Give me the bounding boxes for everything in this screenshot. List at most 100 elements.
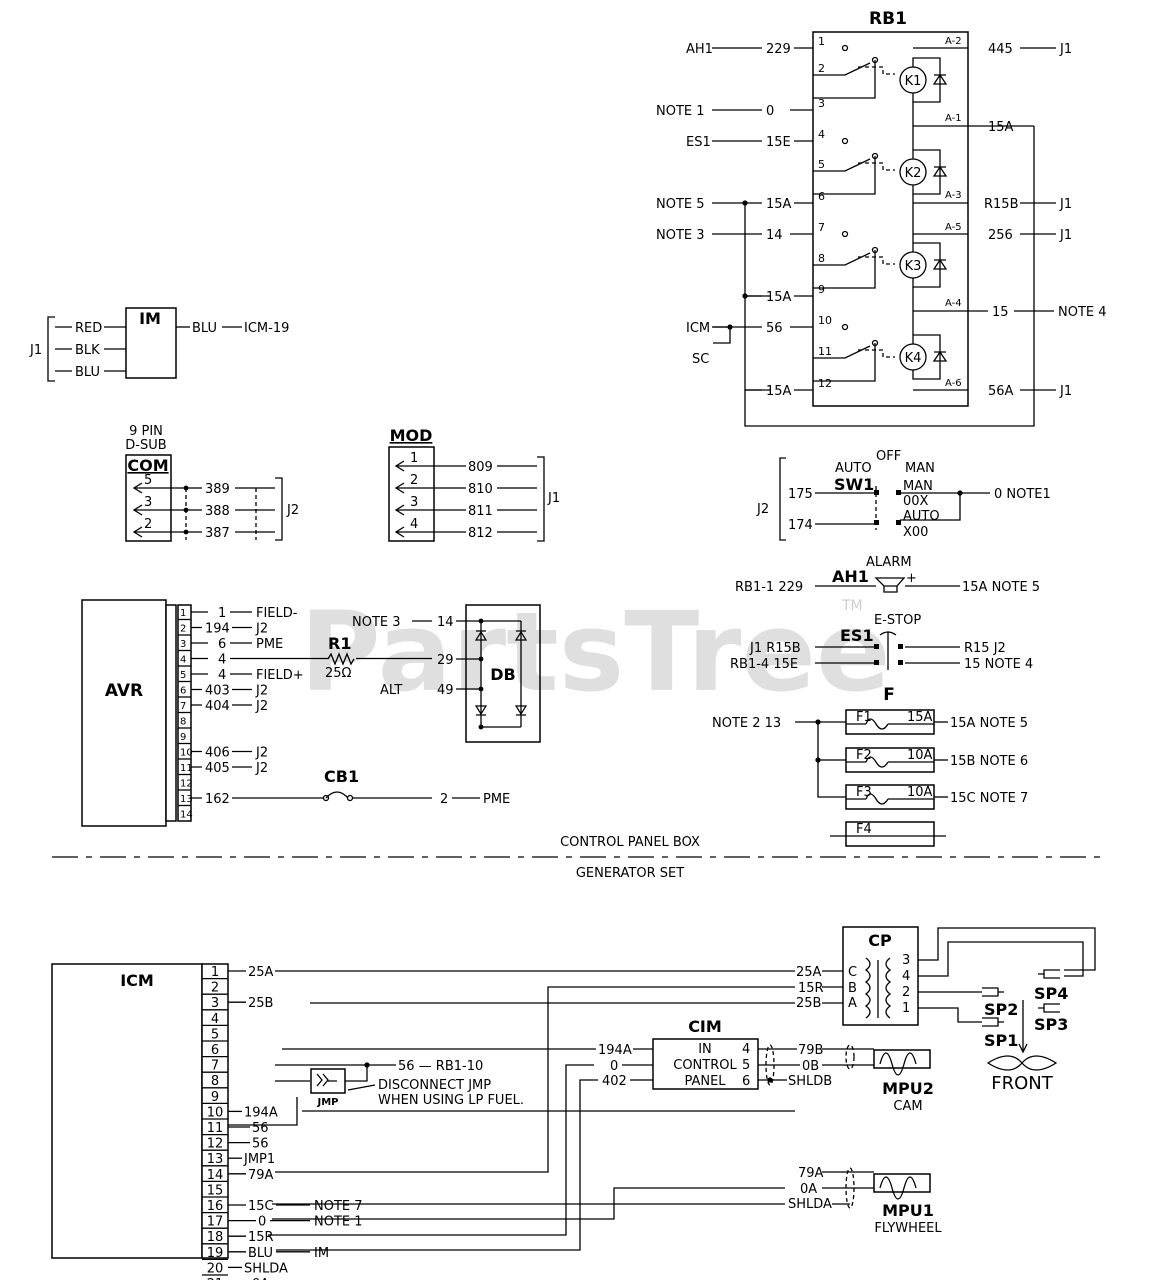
icm-sc-bracket bbox=[713, 326, 731, 344]
fuse-body bbox=[845, 821, 935, 847]
avr-box bbox=[81, 599, 167, 827]
mod-box bbox=[388, 446, 435, 542]
db-input-wire-1: 14 bbox=[437, 615, 454, 630]
com-pin-line bbox=[132, 526, 275, 538]
icm-wire-dest: IM bbox=[314, 1246, 329, 1261]
cim-out-0b: 0B bbox=[802, 1059, 819, 1074]
rb1-right-wire: R15B bbox=[984, 197, 1019, 212]
mpu1-title: MPU1 bbox=[882, 1201, 934, 1220]
icm-pin-number: 14 bbox=[207, 1168, 224, 1183]
cim-in-0: 0 bbox=[610, 1059, 618, 1074]
estop-button-icon bbox=[879, 631, 897, 670]
icm-pin-number: 21 bbox=[207, 1277, 224, 1280]
divider-bottom-label: GENERATOR SET bbox=[576, 866, 684, 881]
icm-pin-number: 16 bbox=[207, 1199, 224, 1214]
icm-pin-number: 12 bbox=[207, 1137, 224, 1152]
rb1-wire-label: 14 bbox=[766, 228, 783, 243]
icm-wire-label: 0 bbox=[258, 1215, 266, 1230]
mpu2-shield bbox=[845, 1044, 855, 1070]
rb1-ext-label: NOTE 3 bbox=[656, 228, 705, 243]
fuse-element-icon bbox=[846, 756, 934, 768]
avr-title: AVR bbox=[105, 681, 143, 701]
rb1-right-wire: 15 bbox=[992, 305, 1009, 320]
rb1-15a-bus bbox=[744, 126, 1035, 427]
icm-wire-label: 25A bbox=[248, 965, 274, 980]
com-wire-label: 389 bbox=[205, 482, 230, 497]
cp-label-b: B bbox=[848, 981, 857, 996]
divider-top-label: CONTROL PANEL BOX bbox=[560, 835, 700, 850]
plug-sp3: SP3 bbox=[1034, 1015, 1068, 1034]
cim-line-3: PANEL bbox=[684, 1074, 726, 1089]
mpu2-sensor: MPU2 CAM bbox=[873, 1049, 934, 1114]
rb1-a-pin: A-5 bbox=[945, 222, 962, 233]
icm-wire-label: 0A bbox=[252, 1277, 269, 1280]
icm-wire-label: BLU bbox=[248, 1246, 273, 1261]
diode-icon bbox=[932, 258, 948, 270]
cim-in-194a: 194A bbox=[598, 1043, 632, 1058]
rb1-right-ext: NOTE 4 bbox=[1058, 305, 1107, 320]
fan-icon bbox=[986, 1055, 1058, 1071]
icm-pin-number: 19 bbox=[207, 1246, 224, 1261]
com-header-2: D-SUB bbox=[125, 438, 166, 453]
db-input-ext-1: NOTE 3 bbox=[352, 615, 401, 630]
icm-pin-number: 11 bbox=[207, 1121, 224, 1136]
avr-pin-number: 2 bbox=[180, 624, 186, 635]
es1-contact bbox=[874, 644, 879, 649]
rb1-wire-label: 15A bbox=[766, 384, 792, 399]
mpu1-wire-shlda: SHLDA bbox=[788, 1197, 832, 1212]
rb1-ext-label: NOTE 1 bbox=[656, 104, 705, 119]
avr-pin-number: 1 bbox=[180, 608, 186, 619]
rb1-pin-number: 7 bbox=[818, 221, 825, 234]
relay-label: K4 bbox=[905, 351, 922, 366]
diode-icons bbox=[474, 630, 528, 716]
icm-pin-number: 15 bbox=[207, 1183, 224, 1198]
db-input-wire-2: 29 bbox=[437, 653, 454, 668]
im-output-dest: ICM-19 bbox=[244, 321, 289, 336]
avr-wire-label: 4 bbox=[218, 653, 226, 668]
avr-wire-label: 406 bbox=[205, 746, 230, 761]
com-header-1: 9 PIN bbox=[129, 424, 163, 439]
icm-pin-number: 6 bbox=[211, 1043, 219, 1058]
mod-wire-label: 812 bbox=[468, 526, 493, 541]
mpu2-title: MPU2 bbox=[882, 1079, 934, 1098]
db-title: DB bbox=[490, 665, 515, 684]
icm-pin-number: 5 bbox=[211, 1027, 219, 1042]
junction-dot bbox=[478, 724, 484, 730]
icm-wire-dest: NOTE 1 bbox=[314, 1215, 363, 1230]
es1-left-1: J1 R15B bbox=[749, 641, 801, 656]
mpu1-sub: FLYWHEEL bbox=[874, 1221, 942, 1236]
mod-connector: J1 bbox=[547, 491, 560, 506]
avr-wire-label: 162 bbox=[205, 792, 230, 807]
jumper-icon bbox=[316, 1073, 337, 1087]
fuse-rating: 10A bbox=[907, 785, 933, 800]
cim-shield bbox=[765, 1044, 775, 1086]
spark-plug-leads bbox=[918, 927, 1096, 1023]
db-input-wire-3: 49 bbox=[437, 683, 454, 698]
fuse-body bbox=[845, 747, 935, 773]
cb1-breaker: CB1 2 PME bbox=[322, 767, 510, 807]
ah1-alarm: ALARM AH1 RB1-1 229 + 15A NOTE 5 bbox=[735, 555, 1040, 595]
cim-line-1: IN bbox=[698, 1042, 712, 1057]
com-connector-bracket bbox=[275, 477, 283, 541]
rb1-pin-number: 10 bbox=[818, 314, 832, 327]
rb1-right-ext: J1 bbox=[1059, 384, 1072, 399]
im-input-label: BLK bbox=[75, 343, 100, 358]
avr-wire-label: 194 bbox=[205, 622, 230, 637]
avr-pin-number: 4 bbox=[180, 655, 186, 666]
sw1-label-x00: X00 bbox=[903, 525, 928, 540]
jmp-title: JMP bbox=[316, 1097, 338, 1108]
rb1-ext-label: ICM bbox=[686, 321, 710, 336]
fuse-input: NOTE 2 13 bbox=[712, 716, 781, 731]
junction-dot bbox=[742, 293, 748, 299]
cp-box bbox=[842, 926, 919, 1026]
icm-pin-number: 8 bbox=[211, 1074, 219, 1089]
avr-pin-number: 10 bbox=[180, 748, 193, 759]
diode-icon bbox=[932, 73, 948, 85]
im-input-label: BLU bbox=[75, 365, 100, 380]
icm-wire-label: SHLDA bbox=[244, 1261, 288, 1276]
